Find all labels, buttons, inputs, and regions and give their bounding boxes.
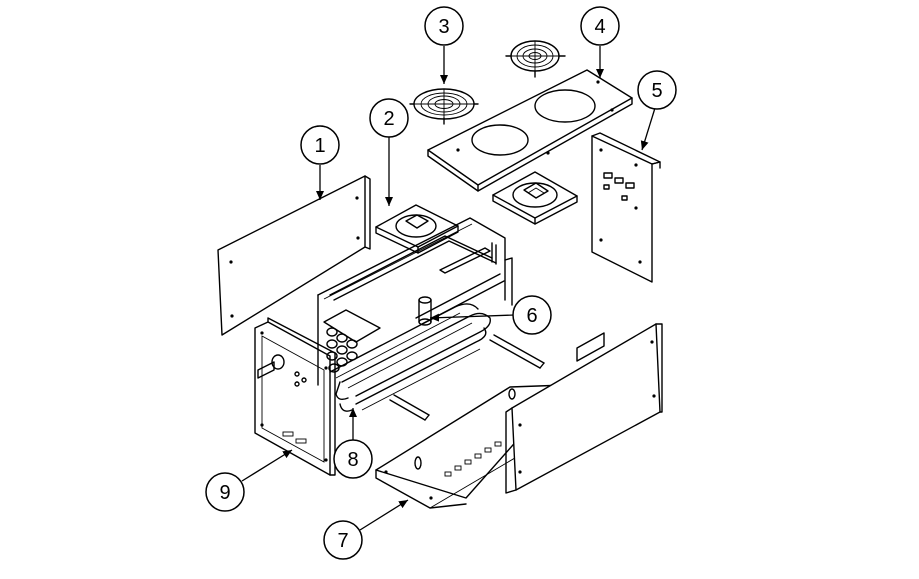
control-bracket-panel <box>591 132 661 283</box>
callout-label: 2 <box>383 108 394 130</box>
side-panel-left <box>217 175 371 336</box>
callout-8: 8 <box>333 439 373 479</box>
heating-element-coil <box>329 273 545 421</box>
leader-7 <box>359 499 409 531</box>
callout-label: 7 <box>337 530 348 552</box>
callout-label: 3 <box>438 16 449 38</box>
callout-label: 1 <box>314 135 325 157</box>
callout-9: 9 <box>205 472 245 512</box>
leader-lines <box>241 46 656 531</box>
fan-guard-left <box>409 88 479 125</box>
callout-7: 7 <box>323 520 363 560</box>
housing-frame <box>254 217 513 476</box>
callout-1: 1 <box>300 125 340 165</box>
leader-5 <box>640 107 656 151</box>
fan-guard-right <box>505 40 566 78</box>
callout-label: 6 <box>526 305 537 327</box>
callout-label: 8 <box>347 449 358 471</box>
fan-unit-right <box>492 171 578 225</box>
callout-2: 2 <box>369 98 409 138</box>
fan-unit-left <box>375 204 459 254</box>
callout-6: 6 <box>512 295 552 335</box>
callout-label: 9 <box>219 482 230 504</box>
callout-label: 4 <box>594 16 605 38</box>
top-cover-plate <box>427 69 633 192</box>
callout-label: 5 <box>651 80 662 102</box>
callout-4: 4 <box>580 6 620 46</box>
side-panel-right <box>505 323 663 494</box>
leader-6 <box>429 313 515 322</box>
callout-3: 3 <box>424 6 464 46</box>
callout-5: 5 <box>637 70 677 110</box>
leader-9 <box>241 449 293 482</box>
